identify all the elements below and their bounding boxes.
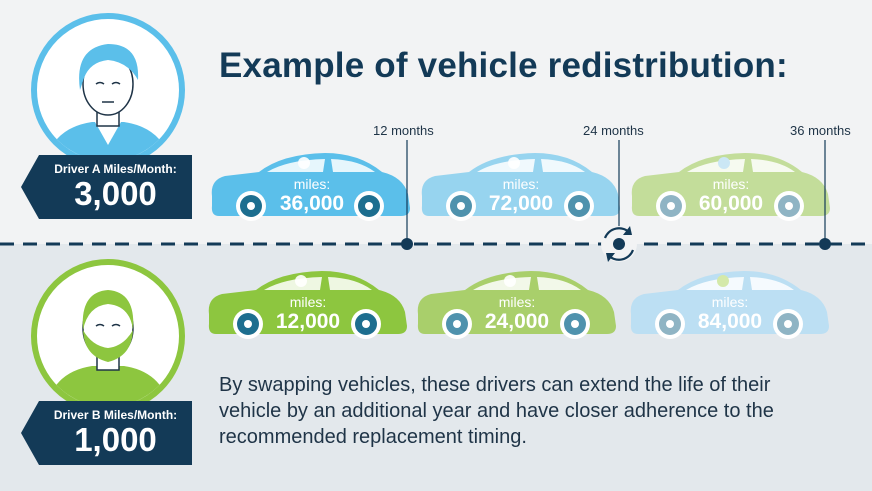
driver-a-car-3-miles: miles: 60,000 (681, 176, 781, 216)
driver-a-car-1-miles: miles: 36,000 (262, 176, 362, 216)
miles-value: 24,000 (484, 310, 550, 333)
car-icon (421, 153, 620, 221)
timeline-label-24-months: 24 months (583, 123, 644, 138)
driver-a-value: 3,000 (74, 175, 157, 212)
driver-b-badge: Driver B Miles/Month: 1,000 (21, 401, 192, 465)
driver-b-value: 1,000 (74, 421, 157, 458)
driver-a-avatar-icon (31, 13, 185, 167)
summary-text: By swapping vehicles, these drivers can … (219, 374, 774, 448)
car-icon (630, 271, 829, 339)
driver-b-label: Driver B Miles/Month: (53, 408, 178, 422)
car-icon (631, 153, 830, 221)
car-icon (211, 153, 410, 221)
car-icon (208, 271, 407, 339)
miles-label: miles: (293, 176, 331, 192)
driver-b-avatar-icon (31, 259, 185, 413)
miles-value: 72,000 (488, 192, 554, 215)
miles-label: miles: (712, 176, 750, 192)
page-title: Example of vehicle redistribution: (219, 46, 788, 85)
miles-label: miles: (502, 176, 540, 192)
miles-value: 84,000 (697, 310, 763, 333)
driver-b-car-1-miles: miles: 12,000 (258, 294, 358, 334)
driver-a-badge: Driver A Miles/Month: 3,000 (21, 155, 192, 219)
miles-label: miles: (711, 294, 749, 310)
miles-value: 60,000 (698, 192, 764, 215)
timeline-label-36-months: 36 months (790, 123, 851, 138)
miles-value: 12,000 (275, 310, 341, 333)
timeline-dot-12 (401, 238, 413, 250)
driver-b-car-2-miles: miles: 24,000 (467, 294, 567, 334)
miles-label: miles: (498, 294, 536, 310)
timeline-dot-36 (819, 238, 831, 250)
miles-value: 36,000 (279, 192, 345, 215)
swap-arrows-icon (601, 226, 637, 262)
driver-a-label: Driver A Miles/Month: (54, 162, 177, 176)
driver-a-car-2-miles: miles: 72,000 (471, 176, 571, 216)
timeline-label-12-months: 12 months (373, 123, 434, 138)
miles-label: miles: (289, 294, 327, 310)
car-icon (417, 271, 616, 339)
driver-b-car-3-miles: miles: 84,000 (680, 294, 780, 334)
